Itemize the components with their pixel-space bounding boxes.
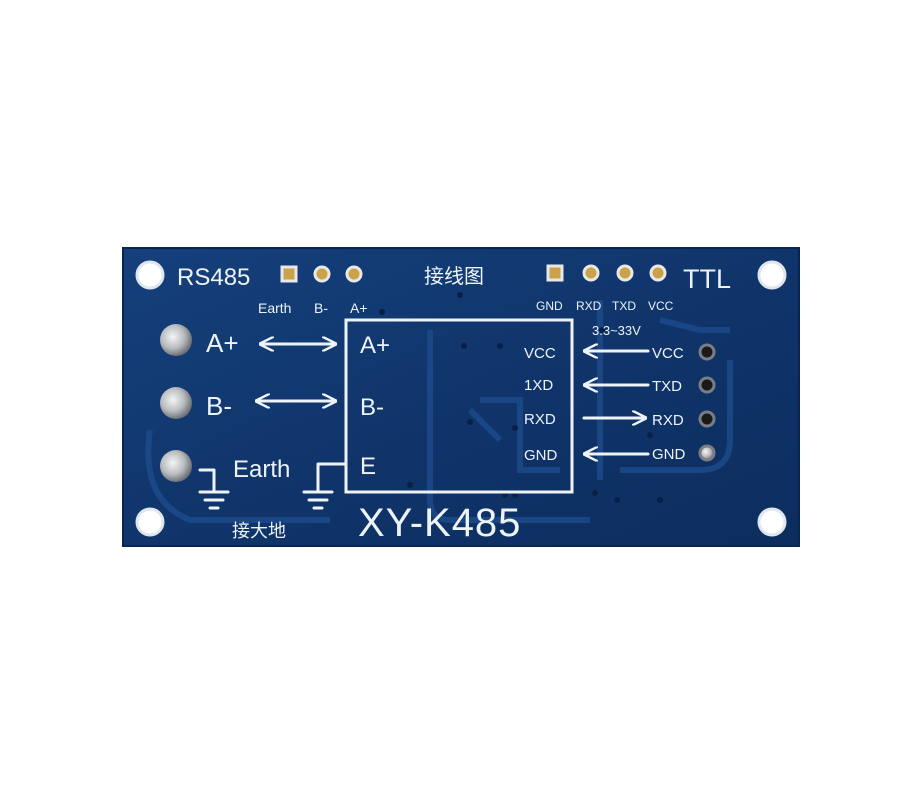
mounting-hole-bottom-right	[757, 507, 787, 537]
ttl-wire-pad	[698, 444, 716, 462]
ttl-wire-pad	[698, 343, 716, 361]
ttl-signal-txd: TXD	[652, 378, 682, 395]
wiring-diagram-title: 接线图	[424, 265, 484, 288]
ground-symbol-right	[302, 462, 348, 510]
ttl-wire-pad	[698, 410, 716, 428]
ttl-wire-pad	[698, 376, 716, 394]
rs485-pin	[313, 265, 331, 283]
ttl-header-label: TTL	[683, 264, 731, 294]
ground-note: 接大地	[232, 521, 286, 541]
chip-label-a: A+	[360, 332, 390, 359]
rs485-pin	[345, 265, 363, 283]
mounting-hole-bottom-left	[135, 507, 165, 537]
rs485-pin-label-a: A+	[350, 300, 368, 316]
ttl-voltage-range: 3.3~33V	[592, 323, 641, 338]
ttl-pin-label-txd: TXD	[612, 299, 636, 313]
ttl-pin	[649, 264, 667, 282]
ttl-pin-label-vcc: VCC	[648, 299, 674, 313]
copper-traces	[145, 300, 733, 523]
ttl-header-pins	[546, 264, 667, 282]
rs485-header-pins	[280, 265, 363, 283]
rs485-pin-label-earth: Earth	[258, 300, 291, 316]
ttl-pin-square	[546, 264, 564, 282]
terminal-label-earth: Earth	[233, 456, 290, 483]
rs485-pin-label-b: B-	[314, 300, 328, 316]
chip-label-b: B-	[360, 394, 384, 421]
chip-label-1xd: 1XD	[524, 377, 553, 394]
terminal-solder-joint	[160, 450, 192, 482]
mounting-holes	[135, 260, 787, 537]
chip-label-gnd: GND	[524, 447, 558, 464]
ttl-pin	[582, 264, 600, 282]
chip-label-vcc: VCC	[524, 345, 556, 362]
rs485-header-label: RS485	[177, 264, 250, 291]
terminal-solder-joint	[160, 324, 192, 356]
board-model-name: XY-K485	[358, 501, 521, 545]
ttl-signal-rxd: RXD	[652, 412, 684, 429]
ttl-wire-pads	[698, 343, 716, 462]
rs485-pin-square	[280, 265, 298, 283]
terminal-solder-joint	[160, 387, 192, 419]
mounting-hole-top-left	[135, 260, 165, 290]
rs485-terminals	[160, 324, 192, 482]
terminal-label-b: B-	[206, 391, 232, 421]
chip-label-rxd: RXD	[524, 411, 556, 428]
chip-label-e: E	[360, 453, 376, 480]
ttl-pin	[616, 264, 634, 282]
ground-symbol-left	[198, 468, 230, 510]
ttl-signal-gnd: GND	[652, 446, 686, 463]
ttl-pin-label-rxd: RXD	[576, 299, 602, 313]
ttl-signal-vcc: VCC	[652, 345, 684, 362]
chip-outline-box	[344, 318, 574, 494]
mounting-hole-top-right	[757, 260, 787, 290]
ttl-pin-label-gnd: GND	[536, 299, 563, 313]
terminal-label-a: A+	[206, 328, 239, 358]
